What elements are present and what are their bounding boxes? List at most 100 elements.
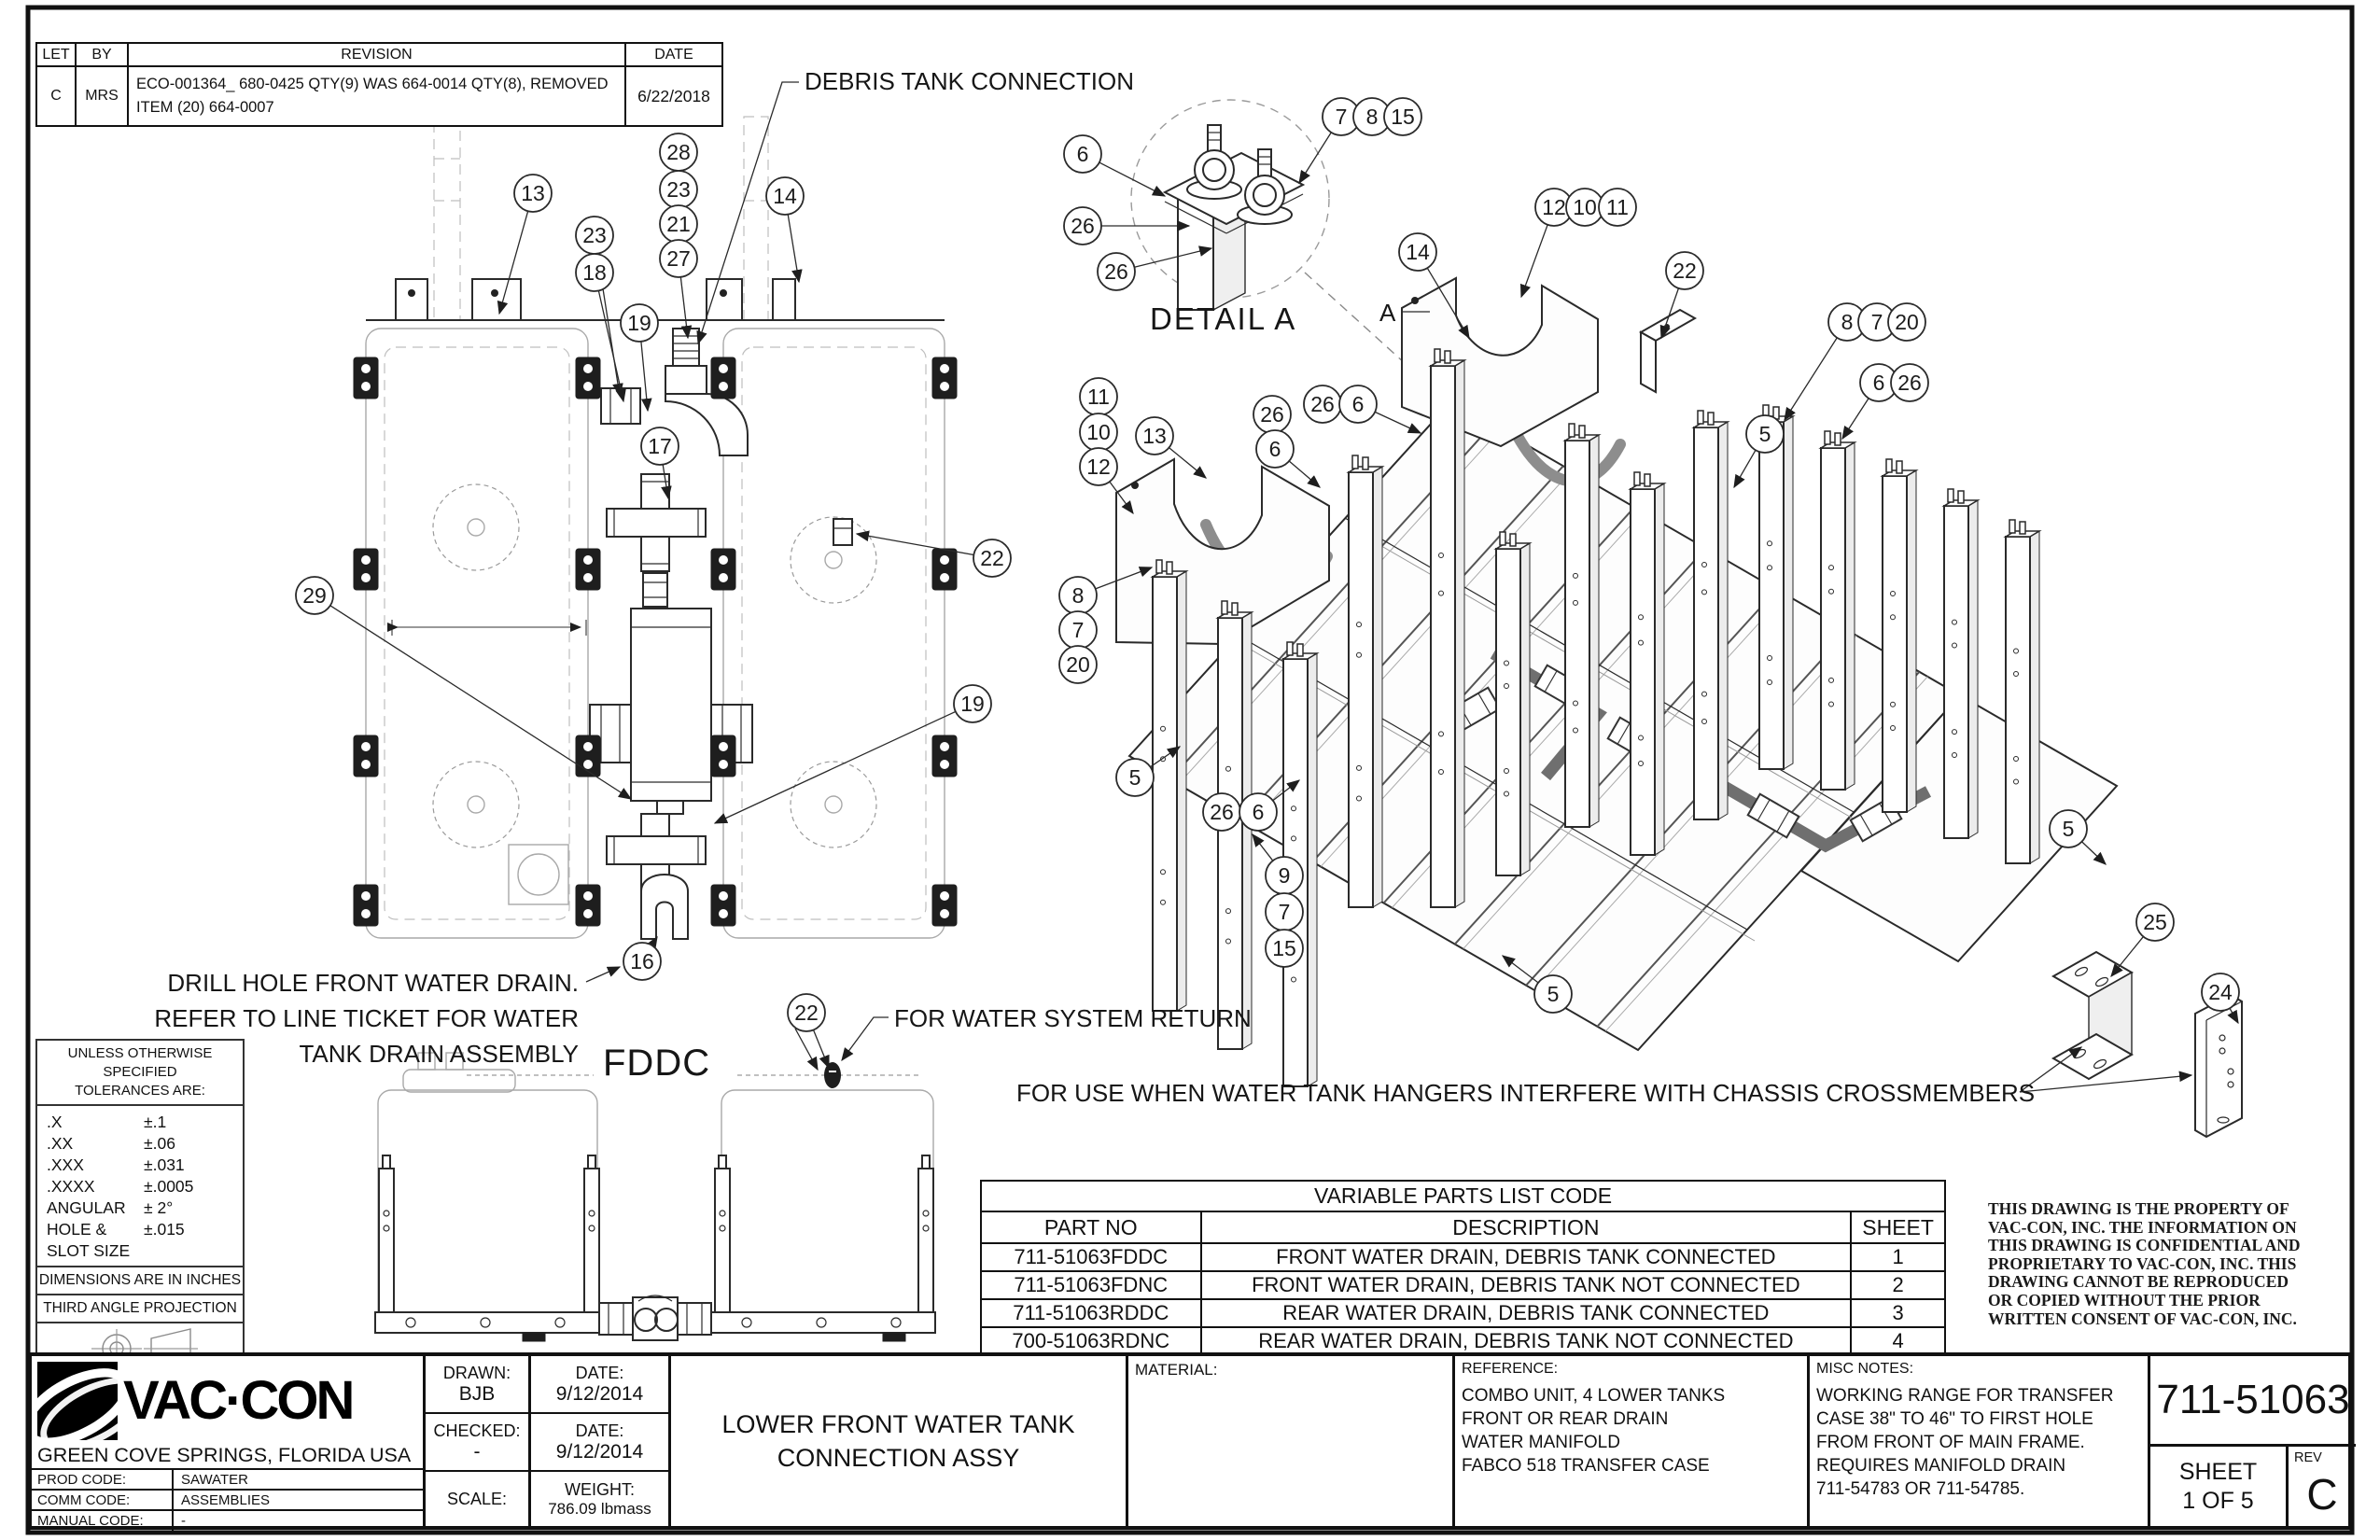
part-description: REAR WATER DRAIN, DEBRIS TANK CONNECTED xyxy=(1202,1300,1853,1326)
svg-text:22: 22 xyxy=(1673,259,1697,283)
top-view-tanks xyxy=(365,55,945,939)
svg-text:26: 26 xyxy=(1310,392,1335,416)
svg-text:10: 10 xyxy=(1573,195,1597,219)
svg-text:26: 26 xyxy=(1260,402,1284,427)
rev-date: 6/22/2018 xyxy=(637,86,710,105)
debris-tank-connection-label: DEBRIS TANK CONNECTION xyxy=(805,67,1134,95)
rev-label: REV xyxy=(2294,1450,2322,1465)
part-no: 711-51063FDDC xyxy=(982,1244,1202,1270)
balloon-8: 8 xyxy=(1352,97,1392,136)
vaccon-swoosh-logo-icon xyxy=(37,1362,118,1440)
clip xyxy=(575,357,601,399)
svg-text:11: 11 xyxy=(1606,195,1629,219)
manual-code-row: MANUAL CODE: - xyxy=(32,1511,423,1532)
tol-value: ± 2° xyxy=(144,1198,174,1217)
tol-value: ±.06 xyxy=(144,1134,175,1153)
sheet-border xyxy=(25,5,2355,1535)
balloon-12: 12 xyxy=(1079,447,1118,486)
misc-line: FROM FRONT OF MAIN FRAME. xyxy=(1816,1433,2085,1452)
svg-text:27: 27 xyxy=(666,246,691,271)
water-tank-hanger-post xyxy=(1150,559,1189,1012)
balloon-6: 6 xyxy=(1063,134,1102,174)
svg-text:24: 24 xyxy=(2208,980,2233,1004)
rev-text-line2: ITEM (20) 664-0007 xyxy=(136,99,274,116)
parts-header-description: DESCRIPTION xyxy=(1202,1212,1853,1242)
company-cell: VAC·CON GREEN COVE SPRINGS, FLORIDA USA … xyxy=(32,1356,426,1532)
clip xyxy=(575,735,601,777)
reference-label: REFERENCE: xyxy=(1462,1361,1559,1377)
svg-text:14: 14 xyxy=(773,184,797,208)
svg-text:22: 22 xyxy=(794,1001,819,1025)
parts-row: 711-51063FDNC FRONT WATER DRAIN, DEBRIS … xyxy=(982,1272,1944,1300)
code-label: PROD CODE: xyxy=(32,1470,174,1489)
projection-note: THIRD ANGLE PROJECTION xyxy=(37,1295,243,1323)
svg-text:13: 13 xyxy=(521,181,545,205)
parts-row: 700-51063RDNC REAR WATER DRAIN, DEBRIS T… xyxy=(982,1328,1944,1354)
svg-text:21: 21 xyxy=(666,212,691,236)
balloon-11: 11 xyxy=(1598,188,1637,227)
water-return-note: FOR WATER SYSTEM RETURN xyxy=(894,1004,1252,1032)
balloon-27: 27 xyxy=(659,239,698,278)
svg-text:9: 9 xyxy=(1279,863,1291,888)
svg-text:6: 6 xyxy=(1269,437,1281,461)
balloon-6: 6 xyxy=(1338,385,1378,424)
part-sheet: 2 xyxy=(1892,1273,1904,1296)
svg-text:26: 26 xyxy=(1104,259,1128,284)
variable-parts-list-table: VARIABLE PARTS LIST CODE PART NO DESCRIP… xyxy=(980,1180,1946,1356)
conf-line: VAC-CON, INC. THE INFORMATION ON xyxy=(1988,1217,2297,1237)
balloon-22: 22 xyxy=(787,993,826,1032)
balloon-19: 19 xyxy=(953,684,992,723)
clip xyxy=(931,884,958,927)
section-a-label: A xyxy=(1379,299,1396,327)
svg-text:5: 5 xyxy=(1129,765,1141,790)
reference-line: FABCO 518 TRANSFER CASE xyxy=(1462,1456,1710,1476)
water-tank-hanger-post xyxy=(1493,531,1533,876)
material-cell: MATERIAL: xyxy=(1128,1356,1455,1526)
water-tank-hanger-post xyxy=(1757,404,1796,770)
water-tank-hanger-post xyxy=(1562,423,1602,828)
misc-line: REQUIRES MANIFOLD DRAIN xyxy=(1816,1456,2066,1476)
svg-text:7: 7 xyxy=(1336,105,1348,129)
svg-text:26: 26 xyxy=(1897,371,1922,395)
part-number-cell: 711-51063 SHEET 1 OF 5 REV C xyxy=(2150,1356,2356,1526)
balloon-16: 16 xyxy=(623,942,662,981)
balloon-20: 20 xyxy=(1058,645,1098,684)
isometric-frame-view xyxy=(1115,276,2119,1087)
balloon-10: 10 xyxy=(1565,188,1604,227)
weight-label: WEIGHT: xyxy=(565,1480,635,1499)
drawn-label: DRAWN: xyxy=(442,1363,511,1382)
misc-notes-label: MISC NOTES: xyxy=(1816,1361,1914,1377)
prod-code-row: PROD CODE: SAWATER xyxy=(32,1470,423,1491)
svg-text:22: 22 xyxy=(980,546,1004,570)
clip xyxy=(931,548,958,591)
detail-a-label: DETAIL A xyxy=(1150,301,1296,336)
svg-text:25: 25 xyxy=(2143,910,2167,934)
svg-text:18: 18 xyxy=(582,260,607,285)
sheet-label: SHEET xyxy=(2178,1458,2258,1485)
svg-text:17: 17 xyxy=(648,434,672,458)
svg-text:8: 8 xyxy=(1366,105,1379,129)
clip xyxy=(353,548,379,591)
checked-value: - xyxy=(473,1440,481,1463)
scale-label: SCALE: xyxy=(446,1490,508,1508)
crossmember-bracket-25 xyxy=(2051,950,2135,1081)
detail-a-view xyxy=(1130,99,1447,400)
svg-text:7: 7 xyxy=(1279,900,1291,924)
clip xyxy=(575,548,601,591)
balloon-8: 8 xyxy=(1827,302,1867,342)
rev-text-line1: ECO-001364_ 680-0425 QTY(9) WAS 664-0014… xyxy=(136,76,609,92)
svg-text:26: 26 xyxy=(1071,214,1095,238)
balloon-20: 20 xyxy=(1887,302,1926,342)
tol-title-line1: UNLESS OTHERWISE SPECIFIED xyxy=(67,1045,213,1080)
drill-note-line3: TANK DRAIN ASSEMBLY xyxy=(299,1040,579,1068)
part-no: 711-51063RDDC xyxy=(982,1300,1202,1326)
conf-line: DRAWING CANNOT BE REPRODUCED xyxy=(1988,1272,2289,1292)
part-description: REAR WATER DRAIN, DEBRIS TANK NOT CONNEC… xyxy=(1202,1328,1853,1354)
balloon-15: 15 xyxy=(1265,929,1304,968)
svg-text:14: 14 xyxy=(1406,240,1430,264)
balloon-13: 13 xyxy=(513,174,553,213)
conf-line: THIS DRAWING IS THE PROPERTY OF xyxy=(1988,1199,2289,1218)
svg-text:8: 8 xyxy=(1841,310,1854,334)
tol-value: ±.015 xyxy=(144,1220,185,1239)
clip xyxy=(575,884,601,927)
